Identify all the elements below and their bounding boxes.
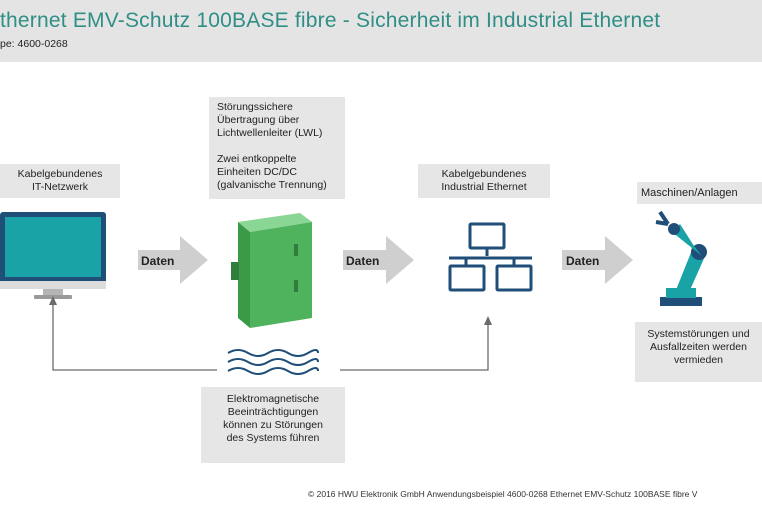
em-waves-icon [227, 349, 319, 375]
data-arrow-label-1: Daten [141, 254, 175, 268]
label-line: vermieden [673, 354, 724, 366]
label-line: Beeinträchtigungen [227, 406, 319, 418]
label-line: IT-Netzwerk [31, 181, 88, 193]
data-arrow-label-2: Daten [346, 254, 380, 268]
label-box-machines: Maschinen/Anlagen [637, 182, 762, 204]
monitor-icon [0, 212, 106, 299]
robot-arm-icon [655, 210, 707, 306]
label-line: (galvanische Trennung) [217, 179, 327, 191]
label-box-fibre-transmission: Störungssichere Übertragung über Lichtwe… [209, 97, 345, 199]
label-line: Industrial Ethernet [441, 181, 527, 193]
data-arrow-label-3: Daten [566, 254, 600, 268]
label-line: Kabelgebundenes [17, 168, 103, 180]
data-arrow-1 [138, 236, 208, 284]
header-bar [0, 0, 762, 62]
data-arrow-2 [343, 236, 414, 284]
label-line: können zu Störungen [223, 419, 323, 431]
label-line: Kabelgebundenes [441, 168, 527, 180]
data-arrow-3 [562, 236, 633, 284]
label-line: Übertragung über [217, 114, 300, 126]
page-subtitle: pe: 4600-0268 [0, 38, 68, 50]
page-title: thernet EMV-Schutz 100BASE fibre - Siche… [0, 9, 661, 32]
network-icon [448, 222, 533, 292]
label-line: Zwei entkoppelte [217, 153, 297, 165]
label-line: Einheiten DC/DC [217, 166, 297, 178]
label-box-system-errors: Systemstörungen und Ausfallzeiten werden… [635, 322, 762, 382]
label-line: Elektromagnetische [226, 393, 320, 405]
fibre-converter-icon [231, 213, 312, 328]
label-line: des Systems führen [226, 432, 320, 444]
footer-copyright: © 2016 HWU Elektronik GmbH Anwendungsbei… [308, 489, 698, 499]
label-line: Lichtwellenleiter (LWL) [217, 127, 323, 139]
label-box-it-network: Kabelgebundenes IT-Netzwerk [0, 164, 120, 198]
label-line: Systemstörungen und [647, 328, 750, 340]
label-line: Störungssichere [217, 101, 293, 113]
label-line: Ausfallzeiten werden [650, 341, 747, 353]
label-line: Maschinen/Anlagen [641, 187, 738, 199]
label-box-em-interference: Elektromagnetische Beeinträchtigungen kö… [201, 387, 345, 463]
label-box-industrial-ethernet: Kabelgebundenes Industrial Ethernet [418, 164, 550, 198]
